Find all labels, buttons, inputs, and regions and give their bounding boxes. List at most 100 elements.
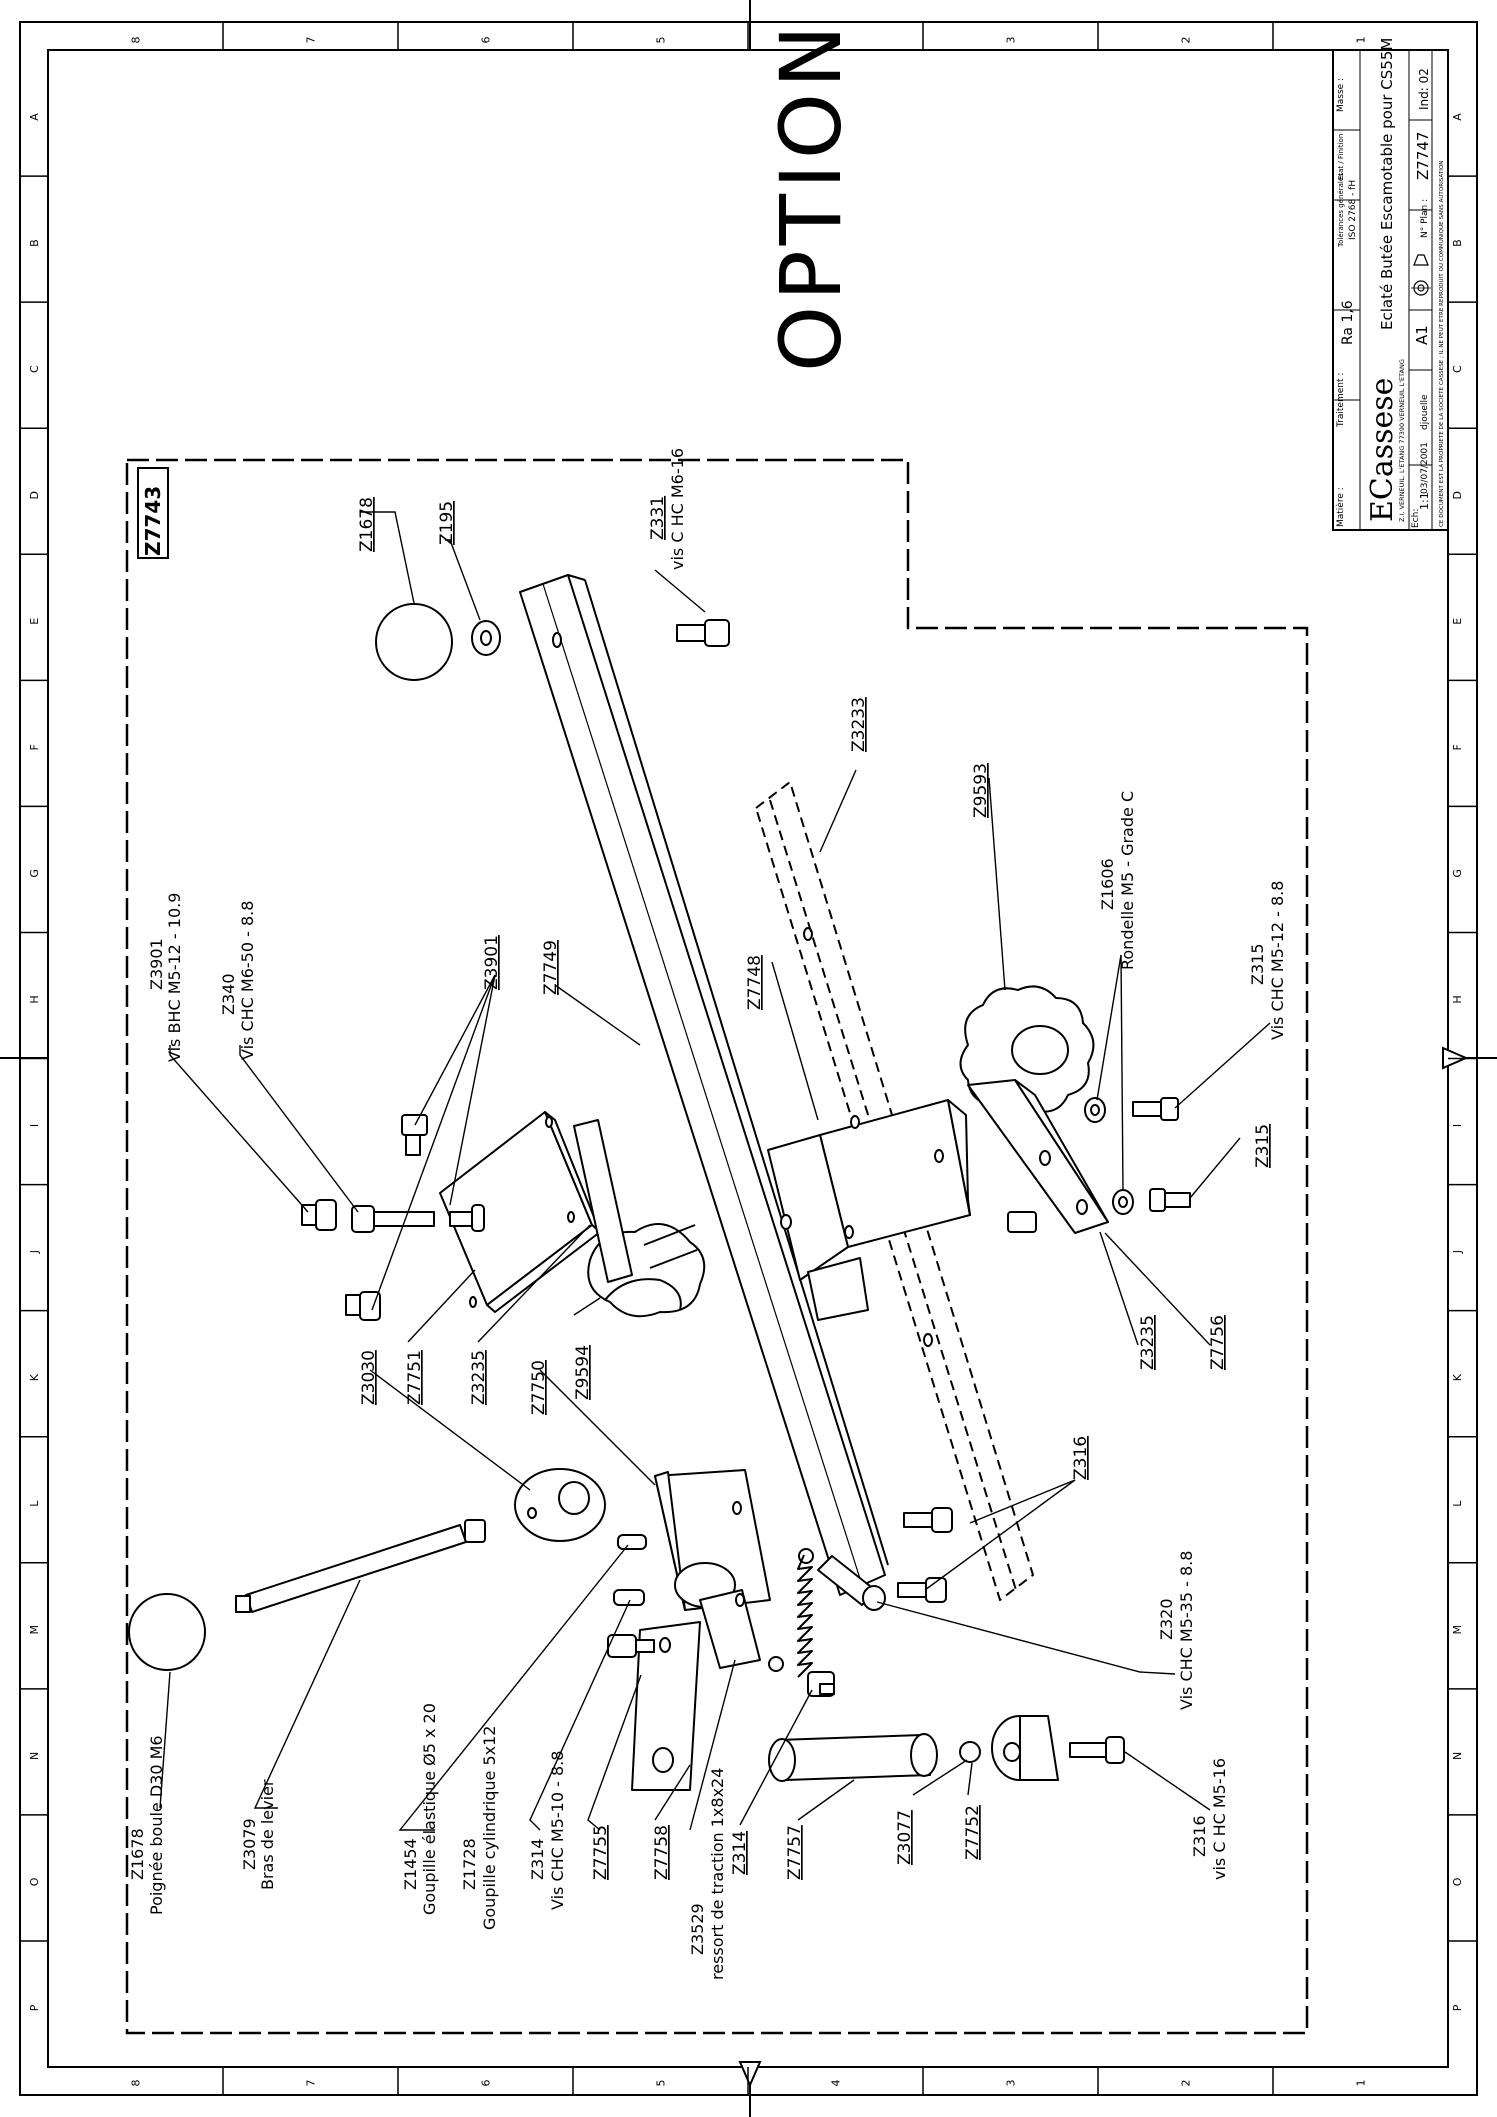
part-z7758-cam — [674, 1562, 761, 1669]
part-z1606-washers — [1084, 1097, 1134, 1215]
grid-row-label: B — [1451, 239, 1464, 247]
grid-row-label: F — [1451, 744, 1464, 750]
label-z3529-b: ressort de traction 1x8x24 — [708, 1768, 727, 1980]
part-z3233-guide — [755, 781, 1034, 1601]
tb-drawn-by: djouelle — [1420, 394, 1430, 430]
part-z1678-ball-low — [128, 1593, 206, 1671]
grid-row-label: F — [28, 744, 41, 750]
label-z1454-a: Z1454 — [401, 1838, 420, 1890]
assembly-ref: Z7743 — [141, 486, 165, 556]
label-z9594: Z9594 — [573, 1345, 593, 1400]
part-z340-screw — [351, 1205, 435, 1233]
tb-cell-matiere: Matière : — [1335, 487, 1346, 527]
label-z320-a: Z320 — [1157, 1599, 1176, 1641]
label-z316-low-b: vis C HC M5-16 — [1210, 1758, 1229, 1880]
grid-col-label: 7 — [305, 2080, 318, 2087]
label-z195: Z195 — [437, 501, 457, 545]
grid-row-label: K — [28, 1373, 41, 1381]
part-z7752-cylinder — [991, 1715, 1059, 1781]
part-z7757-cylinder — [768, 1733, 938, 1782]
part-z320-screw — [817, 1555, 886, 1611]
label-z314-r: Z314 — [730, 1831, 750, 1875]
label-z3529-a: Z3529 — [688, 1903, 707, 1955]
grid-row-label: D — [1451, 491, 1464, 499]
label-z314-l-a: Z314 — [528, 1839, 547, 1881]
part-z315-screws — [1132, 1097, 1191, 1212]
grid-row-label: P — [1451, 2004, 1464, 2011]
label-z1678-top: Z1678 — [357, 497, 377, 552]
grid-row-label: G — [1451, 869, 1464, 878]
grid-col-label: 7 — [305, 37, 318, 44]
tb-format: A1 — [1413, 325, 1431, 345]
grid-col-label: 2 — [1180, 2080, 1193, 2087]
label-z3079-b: Bras de levier — [258, 1779, 277, 1890]
part-z3529-spring — [768, 1548, 814, 1678]
part-z1728-pin — [613, 1589, 645, 1606]
grid-col-label: 8 — [130, 2080, 143, 2087]
grid-row-label: B — [28, 239, 41, 247]
label-z7749: Z7749 — [541, 940, 561, 995]
part-z316-screw-low — [1069, 1736, 1125, 1764]
grid-row-label: A — [1451, 113, 1464, 121]
grid-row-label: P — [28, 2004, 41, 2011]
tb-cell-etat: Etat / Finition : — [1337, 129, 1345, 180]
grid-row-label: E — [1451, 618, 1464, 625]
grid-col-label: 3 — [1005, 2080, 1018, 2087]
tb-address: Z.I. VERNEUIL. L'ETANG 77390 VERNEUIL L'… — [1398, 359, 1406, 522]
part-z3077-spacer — [959, 1741, 981, 1763]
tb-cell-masse: Masse : — [1336, 78, 1346, 112]
grid-col-label: 2 — [1180, 37, 1193, 44]
part-z331-screw — [676, 619, 730, 647]
label-z316-low-a: Z316 — [1190, 1816, 1209, 1858]
label-z7756: Z7756 — [1208, 1315, 1228, 1370]
grid-col-label: 1 — [1355, 2080, 1368, 2087]
assembly-boundary — [125, 458, 1309, 2035]
tb-legal: CE DOCUMENT EST LA PROPRIETE DE LA SOCIE… — [1439, 161, 1445, 527]
part-z195-washer — [471, 620, 501, 656]
tb-scale: 1:1 — [1418, 492, 1431, 510]
grid-row-label: N — [1451, 1752, 1464, 1760]
part-z314-screw-right — [807, 1671, 835, 1697]
tb-tolerances-value: ISO 2768 - fH — [1348, 180, 1358, 240]
label-z1728-a: Z1728 — [460, 1838, 479, 1890]
grid-col-label: 8 — [130, 37, 143, 44]
grid-row-label: J — [1451, 1250, 1464, 1254]
label-z315-low: Z315 — [1253, 1124, 1273, 1168]
label-z1678-low-a: Z1678 — [128, 1828, 147, 1880]
tb-roughness: Ra 1,6 — [1340, 300, 1356, 345]
part-z316-screws — [897, 1507, 953, 1603]
label-z314-l-b: Vis CHC M5-10 - 8.8 — [548, 1751, 567, 1910]
grid-row-label: C — [28, 365, 41, 373]
grid-row-label: C — [1451, 365, 1464, 373]
label-z1454-b: Goupille élastique Ø5 x 20 — [420, 1703, 439, 1915]
label-z7751: Z7751 — [405, 1350, 425, 1405]
grid-col-label: 1 — [1355, 37, 1368, 44]
grid-col-label: 3 — [1005, 37, 1018, 44]
leader-lines — [159, 511, 1271, 1831]
label-z3901-b: Vis BHC M5-12 - 10.9 — [165, 893, 184, 1062]
label-z340-b: Vis CHC M6-50 - 8.8 — [238, 901, 257, 1060]
label-z331-b: vis C HC M6-16 — [668, 448, 687, 570]
label-z9593: Z9593 — [971, 763, 991, 818]
grid-row-label: M — [28, 1625, 41, 1635]
part-z3235-right — [1007, 1211, 1037, 1233]
label-z3233: Z3233 — [849, 697, 869, 752]
title-block: Matière : Traitement : Tolérances généra… — [1332, 38, 1449, 531]
tb-title: Eclaté Butée Escamotable pour CS55M — [1378, 38, 1396, 330]
label-z7757: Z7757 — [785, 1825, 805, 1880]
grid-row-label: K — [1451, 1373, 1464, 1381]
label-z3901-right: Z3901 — [482, 935, 502, 990]
grid-row-label: D — [28, 491, 41, 499]
label-z3235-left: Z3235 — [469, 1350, 489, 1405]
grid-col-label: 5 — [655, 37, 668, 44]
label-z331-a: Z331 — [648, 496, 668, 540]
label-z3077: Z3077 — [895, 1810, 915, 1865]
label-z1678-low-b: Poignée boule D30 M6 — [147, 1735, 166, 1915]
grid-row-label: J — [28, 1250, 41, 1254]
centering-arrow — [738, 2061, 762, 2088]
label-z340-a: Z340 — [219, 974, 238, 1016]
projection-symbol-icon — [1411, 254, 1431, 296]
grid-row-label: L — [28, 1500, 41, 1507]
option-watermark: OPTION — [762, 20, 860, 372]
